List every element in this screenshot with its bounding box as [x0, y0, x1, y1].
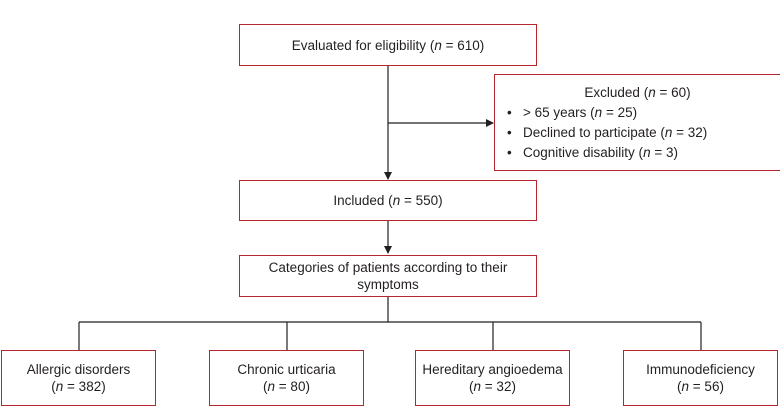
excluded-reason: Cognitive disability (n = 3)	[505, 144, 707, 161]
included-label: Included (n = 550)	[333, 193, 443, 208]
excluded-reason: > 65 years (n = 25)	[505, 104, 707, 121]
group-box-allergic: Allergic disorders (n = 382)	[1, 350, 156, 406]
group-box-immunodeficiency: Immunodeficiency (n = 56)	[623, 350, 778, 406]
group-label: Chronic urticaria	[237, 362, 336, 377]
group-label: Allergic disorders	[26, 362, 131, 377]
excluded-reasons-list: > 65 years (n = 25) Declined to particip…	[505, 104, 707, 164]
group-label: Immunodeficiency	[646, 362, 755, 377]
group-label: Hereditary angioedema	[422, 362, 563, 377]
group-count: (n = 56)	[677, 379, 724, 394]
group-count: (n = 32)	[469, 379, 516, 394]
evaluated-label: Evaluated for eligibility (n = 610)	[291, 37, 485, 53]
group-box-urticaria: Chronic urticaria (n = 80)	[209, 350, 364, 406]
categories-label: Categories of patients according to thei…	[268, 260, 508, 292]
group-count: (n = 80)	[263, 379, 310, 394]
excluded-box: Excluded (n = 60) > 65 years (n = 25) De…	[494, 74, 780, 171]
group-count: (n = 382)	[51, 379, 106, 394]
excluded-reason: Declined to participate (n = 32)	[505, 124, 707, 141]
evaluated-box: Evaluated for eligibility (n = 610)	[239, 24, 537, 66]
group-box-angioedema: Hereditary angioedema (n = 32)	[415, 350, 570, 406]
categories-box: Categories of patients according to thei…	[239, 255, 537, 297]
excluded-title: Excluded (n = 60)	[584, 85, 691, 100]
included-box: Included (n = 550)	[239, 180, 537, 221]
